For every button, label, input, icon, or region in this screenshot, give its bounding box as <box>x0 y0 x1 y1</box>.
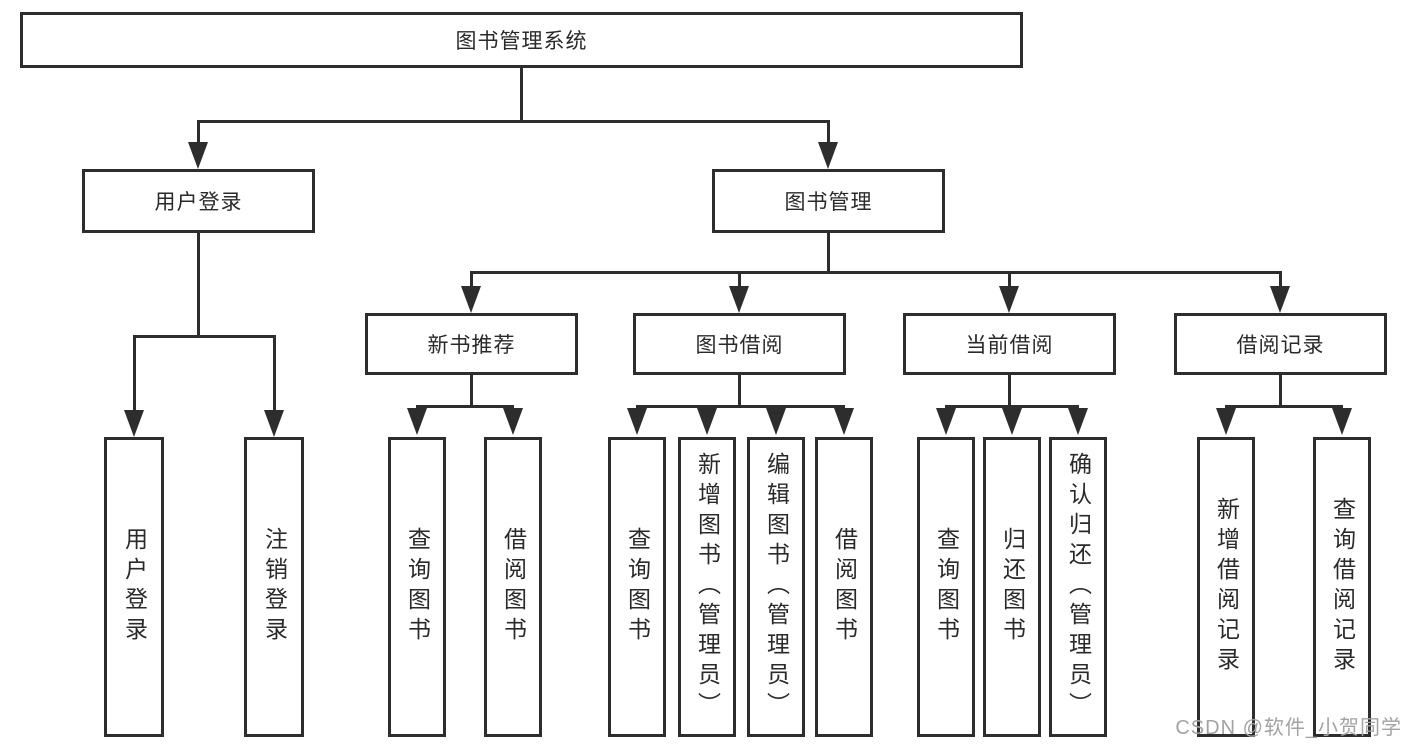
node-leaf-query-book-rec: 查询图书 <box>388 437 446 737</box>
down-arrowhead-icon <box>188 142 208 169</box>
connector-line <box>197 233 200 335</box>
node-label: 图书管理系统 <box>455 30 588 53</box>
node-label: 借阅记录 <box>1236 334 1325 357</box>
down-arrowhead-icon <box>124 410 144 437</box>
down-arrowhead-icon <box>818 142 838 169</box>
node-library-management-system: 图书管理系统 <box>20 12 1023 68</box>
connector-line <box>470 271 473 289</box>
node-label: 注销登录 <box>261 527 288 647</box>
node-book-borrow: 图书借阅 <box>633 313 846 375</box>
connector-line <box>416 405 514 408</box>
down-arrowhead-icon <box>834 408 854 435</box>
node-label: 新增图书（管理员） <box>694 452 721 722</box>
connector-line <box>945 405 1079 408</box>
connector-line <box>1008 271 1011 289</box>
connector-line <box>470 375 473 405</box>
connector-line <box>520 68 523 122</box>
node-leaf-query-book-borrow: 查询图书 <box>608 437 666 737</box>
node-label: 图书借阅 <box>695 334 784 357</box>
connector-line <box>197 120 830 123</box>
connector-line <box>197 120 200 146</box>
node-current-borrow: 当前借阅 <box>903 313 1116 375</box>
node-leaf-query-book-current: 查询图书 <box>917 437 975 737</box>
node-leaf-return-book: 归还图书 <box>983 437 1041 737</box>
down-arrowhead-icon <box>1270 286 1290 313</box>
node-book-management: 图书管理 <box>712 169 945 233</box>
connector-line <box>133 335 136 411</box>
node-label: 用户登录 <box>121 527 148 647</box>
node-label: 新增借阅记录 <box>1213 497 1240 677</box>
down-arrowhead-icon <box>729 286 749 313</box>
node-new-book-recommend: 新书推荐 <box>365 313 578 375</box>
node-label: 查询图书 <box>624 527 651 647</box>
node-label: 借阅图书 <box>831 527 858 647</box>
connector-line <box>636 405 845 408</box>
node-label: 查询借阅记录 <box>1329 497 1356 677</box>
down-arrowhead-icon <box>503 408 523 435</box>
connector-line <box>470 271 1281 274</box>
connector-line <box>1225 405 1343 408</box>
node-label: 新书推荐 <box>427 334 516 357</box>
connector-line <box>827 233 830 271</box>
node-leaf-confirm-return-admin: 确认归还（管理员） <box>1049 437 1107 737</box>
node-label: 确认归还（管理员） <box>1065 452 1092 722</box>
down-arrowhead-icon <box>407 408 427 435</box>
node-label: 编辑图书（管理员） <box>763 452 790 722</box>
down-arrowhead-icon <box>461 286 481 313</box>
node-leaf-borrow-book-rec: 借阅图书 <box>484 437 542 737</box>
down-arrowhead-icon <box>627 408 647 435</box>
node-leaf-borrow-book: 借阅图书 <box>815 437 873 737</box>
node-leaf-edit-book-admin: 编辑图书（管理员） <box>747 437 805 737</box>
down-arrowhead-icon <box>766 408 786 435</box>
connector-line <box>1008 375 1011 405</box>
connector-line <box>1279 375 1282 405</box>
down-arrowhead-icon <box>1002 408 1022 435</box>
node-leaf-query-borrow-record: 查询借阅记录 <box>1313 437 1371 737</box>
connector-line <box>133 335 275 338</box>
down-arrowhead-icon <box>936 408 956 435</box>
node-label: 归还图书 <box>999 527 1026 647</box>
node-label: 用户登录 <box>154 191 243 214</box>
down-arrowhead-icon <box>697 408 717 435</box>
node-borrow-record: 借阅记录 <box>1174 313 1387 375</box>
node-label: 查询图书 <box>404 527 431 647</box>
down-arrowhead-icon <box>264 410 284 437</box>
node-label: 借阅图书 <box>500 527 527 647</box>
node-label: 当前借阅 <box>965 334 1054 357</box>
node-user-login: 用户登录 <box>82 169 315 233</box>
node-leaf-logout: 注销登录 <box>244 437 304 737</box>
node-label: 图书管理 <box>784 191 873 214</box>
connector-line <box>273 335 276 411</box>
down-arrowhead-icon <box>1332 408 1352 435</box>
down-arrowhead-icon <box>1068 408 1088 435</box>
connector-line <box>738 271 741 289</box>
node-label: 查询图书 <box>933 527 960 647</box>
node-leaf-add-borrow-record: 新增借阅记录 <box>1197 437 1255 737</box>
down-arrowhead-icon <box>999 286 1019 313</box>
connector-line <box>827 120 830 146</box>
node-leaf-user-login: 用户登录 <box>104 437 164 737</box>
down-arrowhead-icon <box>1216 408 1236 435</box>
node-leaf-add-book-admin: 新增图书（管理员） <box>678 437 736 737</box>
connector-line <box>1279 271 1282 289</box>
connector-line <box>738 375 741 405</box>
